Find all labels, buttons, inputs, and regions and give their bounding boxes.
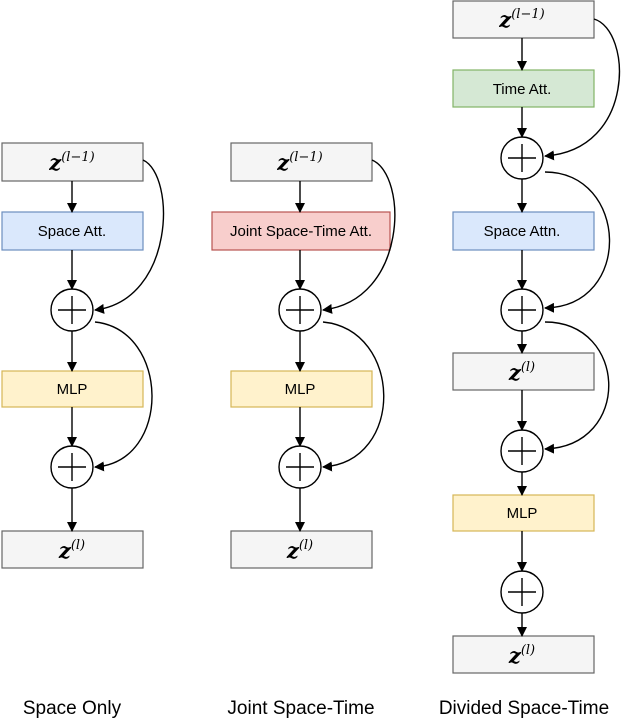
joint-attention-label: Joint Space-Time Att. — [230, 223, 372, 240]
caption-divided-space-time: Divided Space-Time — [439, 698, 609, 719]
input-box — [1, 142, 144, 182]
mlp-box — [1, 370, 144, 408]
output-box — [452, 635, 595, 674]
input-label: z(l−1) — [498, 7, 544, 32]
input-label: z(l−1) — [48, 150, 94, 175]
output-label: z(l) — [286, 538, 313, 563]
output-label: z(l) — [508, 643, 535, 668]
skip-connection-arrow — [322, 321, 385, 472]
skip-connection-arrow — [94, 321, 153, 472]
caption-space-only: Space Only — [23, 698, 122, 719]
plus-icon — [508, 144, 536, 172]
plus-icon — [508, 578, 536, 606]
mlp-box — [452, 494, 595, 532]
plus-icon — [508, 437, 536, 465]
space-attention-box — [1, 211, 144, 251]
joint-attention-box — [211, 211, 391, 251]
time-attention-label: Time Att. — [493, 81, 552, 98]
plus-icon — [508, 296, 536, 324]
skip-connection-arrow — [322, 159, 396, 314]
mlp-label: MLP — [285, 381, 316, 398]
column-divided-space-time: z(l−1) Time Att. Space Attn. z(l) MLP z(… — [439, 0, 620, 719]
space-attention-label: Space Att. — [38, 223, 106, 240]
mid-label: z(l) — [508, 360, 535, 385]
skip-connection-arrow — [544, 171, 611, 313]
column-joint-space-time: z(l−1) Joint Space-Time Att. MLP z(l) Jo… — [211, 142, 396, 719]
mlp-label: MLP — [507, 505, 538, 522]
mlp-label: MLP — [57, 381, 88, 398]
caption-joint-space-time: Joint Space-Time — [227, 698, 374, 719]
skip-connection-arrow — [544, 18, 620, 161]
skip-connection-arrow — [544, 321, 610, 454]
skip-connection-arrow — [94, 159, 165, 314]
column-space-only: z(l−1) Space Att. MLP z(l) Space Only — [1, 142, 165, 719]
plus-icon — [58, 453, 86, 481]
space-attention-label: Space Attn. — [484, 223, 561, 240]
input-box — [230, 142, 373, 182]
mid-box — [452, 352, 595, 391]
mlp-box — [230, 370, 373, 408]
plus-icon — [286, 296, 314, 324]
output-label: z(l) — [58, 538, 85, 563]
plus-icon — [286, 453, 314, 481]
input-label: z(l−1) — [276, 150, 322, 175]
input-box — [452, 0, 595, 39]
plus-icon — [58, 296, 86, 324]
